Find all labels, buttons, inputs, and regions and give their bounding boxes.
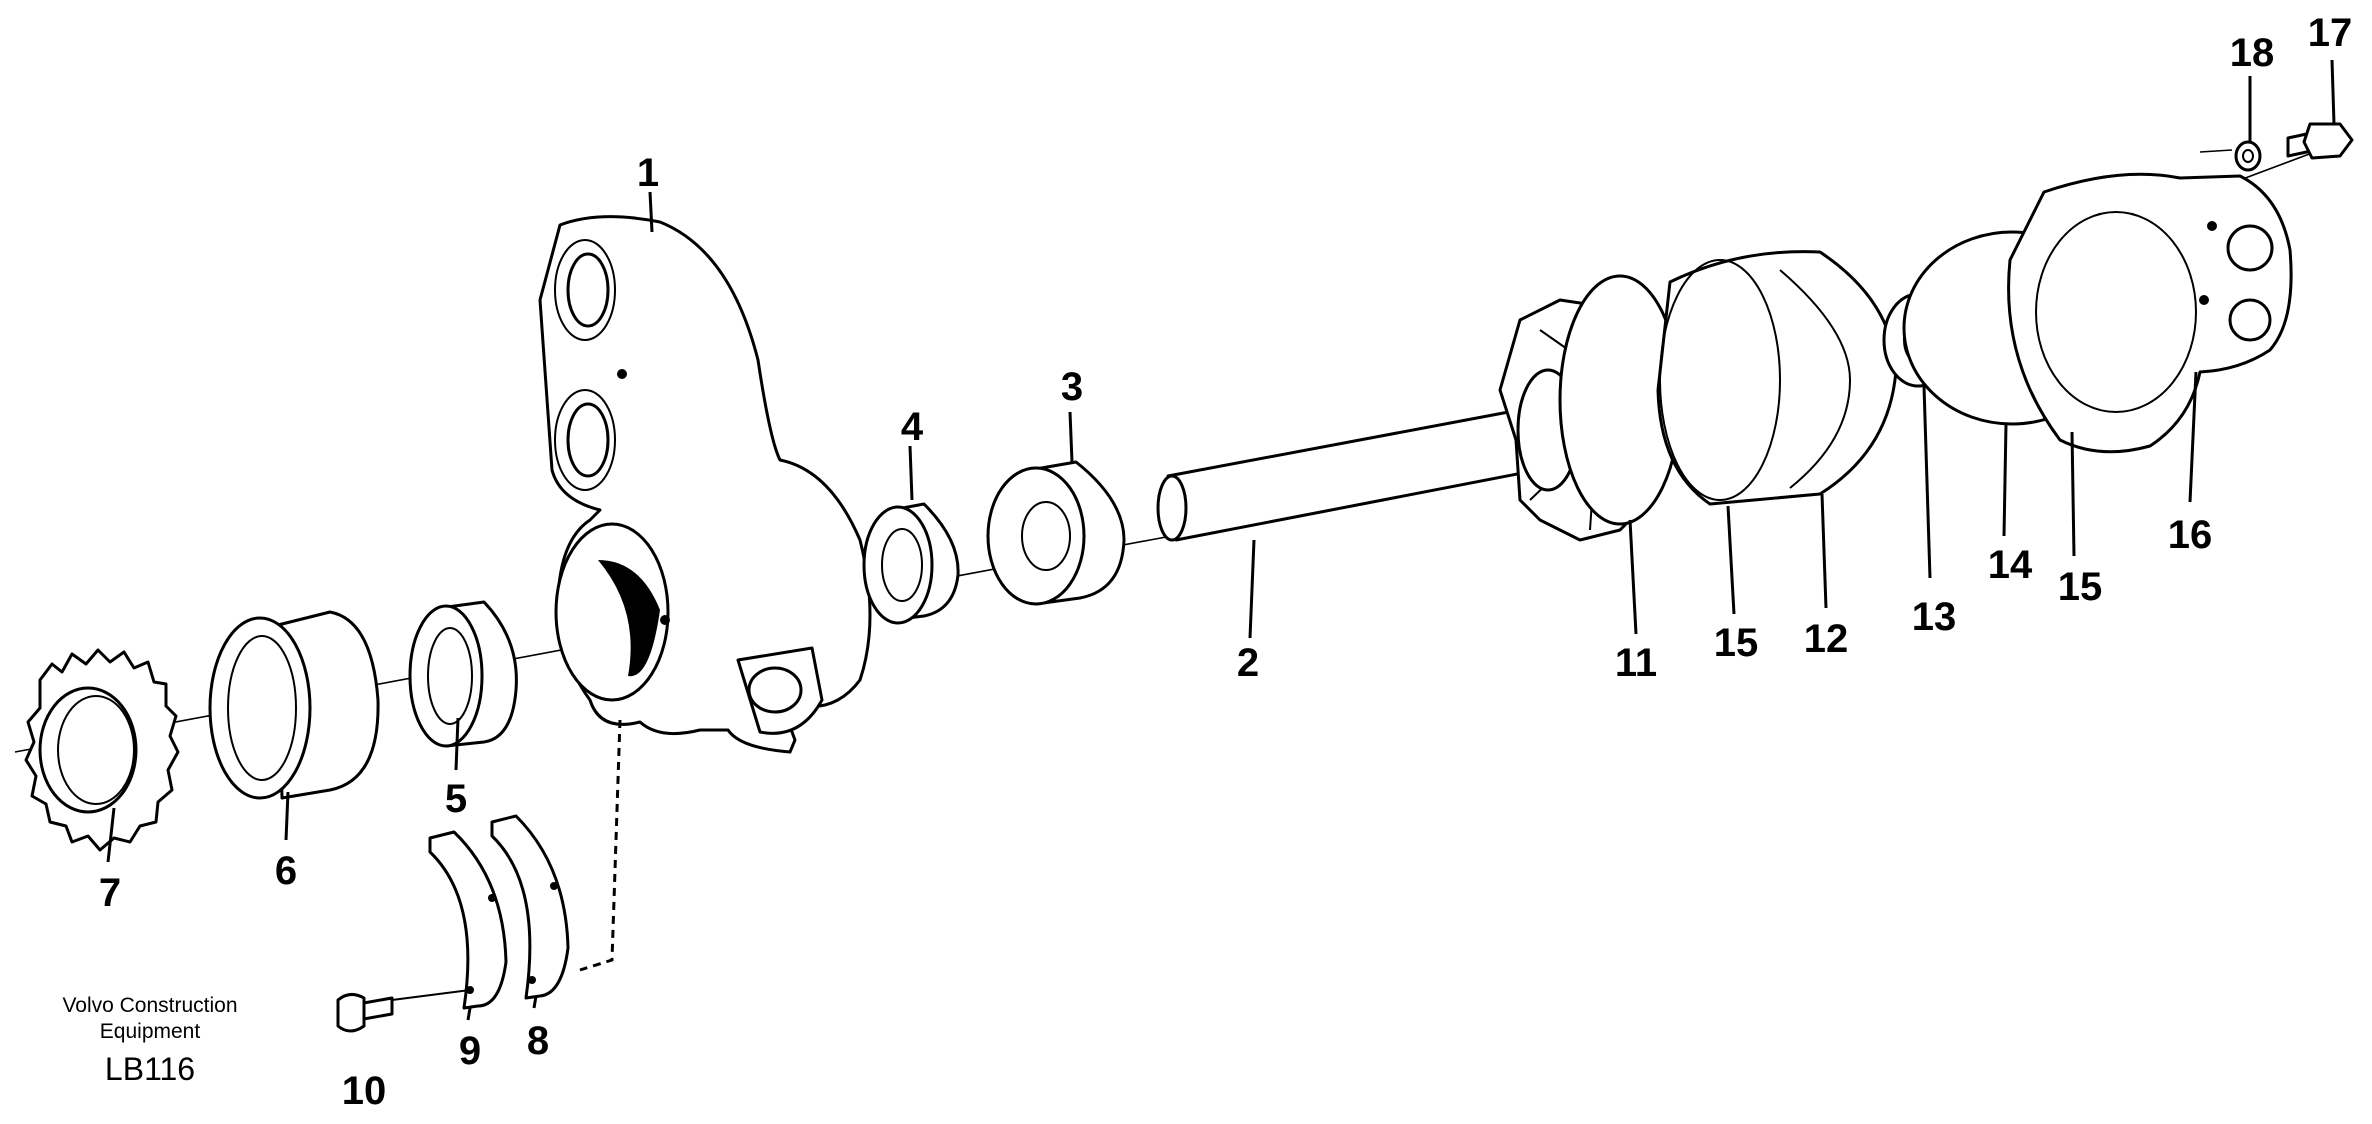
callout-12: 12 — [1804, 617, 1849, 661]
callout-18: 18 — [2230, 31, 2275, 75]
screw-part-10 — [336, 989, 471, 1033]
clamp-segment-part-9 — [428, 830, 508, 1010]
gear-part-7 — [24, 648, 180, 852]
washer-part-18 — [2234, 140, 2262, 172]
drawing-code: LB116 — [105, 1051, 195, 1087]
pump-cover-part-16 — [2007, 172, 2293, 454]
seal-part-3 — [986, 460, 1126, 606]
shaft-part-2 — [1156, 406, 1540, 542]
clamp-dashed-line — [579, 719, 622, 972]
bearing-part-4 — [862, 502, 960, 625]
callout-labels: 1 2 3 4 5 6 7 8 9 10 11 15 12 13 14 15 1… — [99, 11, 2352, 1113]
callout-10: 10 — [342, 1069, 387, 1113]
callout-4: 4 — [901, 405, 924, 449]
callout-2: 2 — [1237, 641, 1259, 685]
callout-5: 5 — [445, 777, 467, 821]
callout-9: 9 — [459, 1029, 481, 1073]
credit-line-1: Volvo Construction — [62, 994, 237, 1017]
callout-14: 14 — [1988, 543, 2033, 587]
callout-15-left: 15 — [1714, 621, 1759, 665]
callout-11: 11 — [1615, 641, 1657, 685]
callout-7: 7 — [99, 871, 121, 915]
publisher-credit: Volvo Construction Equipment LB116 — [62, 994, 237, 1087]
callout-13: 13 — [1912, 595, 1957, 639]
seal-ring-part-5 — [408, 600, 518, 748]
callout-3: 3 — [1061, 365, 1083, 409]
callout-15-right: 15 — [2058, 565, 2103, 609]
clamp-segment-part-8 — [490, 814, 570, 1000]
screw-part-17 — [2286, 122, 2354, 160]
callout-1: 1 — [637, 151, 659, 195]
callout-8: 8 — [527, 1019, 549, 1063]
callout-17: 17 — [2308, 11, 2353, 55]
wear-ring-part-12 — [1656, 250, 1898, 506]
callout-16: 16 — [2168, 513, 2213, 557]
credit-line-2: Equipment — [100, 1020, 201, 1043]
bearing-sleeve-part-6 — [208, 610, 380, 800]
leader-lines — [106, 59, 2336, 1021]
callout-6: 6 — [275, 849, 297, 893]
pump-housing-part-1 — [538, 215, 872, 754]
